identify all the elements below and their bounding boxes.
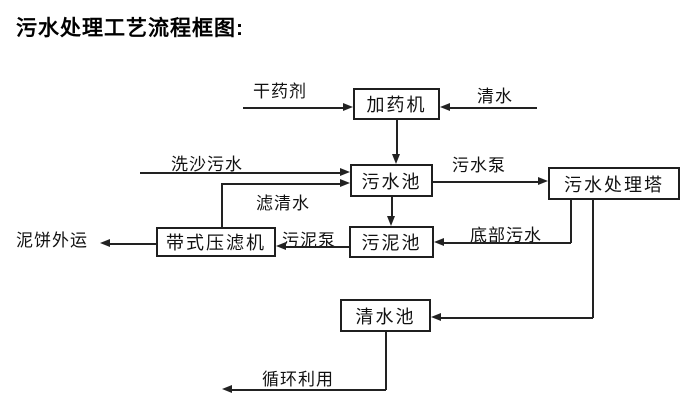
recycle-line: [231, 389, 386, 391]
clean-water-arrowhead-icon: [440, 103, 450, 111]
flow-label-dry-agent: 干药剂: [253, 82, 307, 101]
sludge-pump-arrowhead-icon: [276, 242, 286, 250]
node-sewage-pool: 污水池: [350, 164, 433, 197]
flow-label-sewage-pump: 污水泵: [452, 156, 506, 175]
filtered-water-line: [221, 183, 342, 185]
dry-agent-arrowhead-icon: [343, 103, 353, 111]
sewage-pump-line: [433, 181, 540, 183]
sewage-pump-arrowhead-icon: [538, 177, 548, 185]
sludge-pump-line: [285, 246, 349, 248]
flow-label-recycle-use: 循环利用: [262, 370, 334, 389]
node-sludge-pool: 污泥池: [349, 226, 434, 258]
flow-label-sand-washing-sewage: 洗沙污水: [171, 155, 243, 174]
flow-label-clean-water: 清水: [477, 87, 513, 106]
clean-water-line: [450, 107, 537, 109]
node-belt-filter-press: 带式压滤机: [156, 227, 276, 257]
mud-cake-line: [109, 243, 156, 245]
tower-to-clean-line: [440, 317, 593, 319]
flow-label-mud-cake-out: 泥饼外运: [16, 231, 88, 250]
node-clean-water-pool: 清水池: [340, 299, 431, 332]
flow-label-filtered-water: 滤清水: [256, 194, 310, 213]
flow-label-bottom-sewage: 底部污水: [470, 226, 542, 245]
bottom-sewage-arrowhead-icon: [434, 238, 444, 246]
filtered-water-arrowhead-icon: [340, 179, 350, 187]
sewage-to-sludge-line: [391, 197, 393, 218]
recycle-arrowhead-icon: [222, 385, 232, 393]
mud-cake-arrowhead-icon: [100, 239, 110, 247]
node-treatment-tower: 污水处理塔: [548, 167, 680, 200]
filtered-water-riser-line: [221, 183, 223, 227]
flow-label-sludge-pump: 污泥泵: [282, 231, 336, 250]
sand-washing-arrowhead-icon: [340, 168, 350, 176]
page-title: 污水处理工艺流程框图:: [16, 17, 244, 40]
tower-to-clean-arrowhead-icon: [431, 313, 441, 321]
bottom-sewage-drop-line: [570, 200, 572, 243]
dosing-to-sewage-line: [396, 120, 398, 156]
recycle-drop-line: [385, 332, 387, 390]
dosing-to-sewage-arrowhead-icon: [392, 154, 400, 164]
tower-to-clean-drop-line: [592, 200, 594, 318]
bottom-sewage-line: [443, 242, 571, 244]
node-dosing-machine: 加药机: [353, 88, 440, 120]
dry-agent-line: [243, 107, 345, 109]
sand-washing-line: [140, 172, 342, 174]
sewage-to-sludge-arrowhead-icon: [387, 216, 395, 226]
